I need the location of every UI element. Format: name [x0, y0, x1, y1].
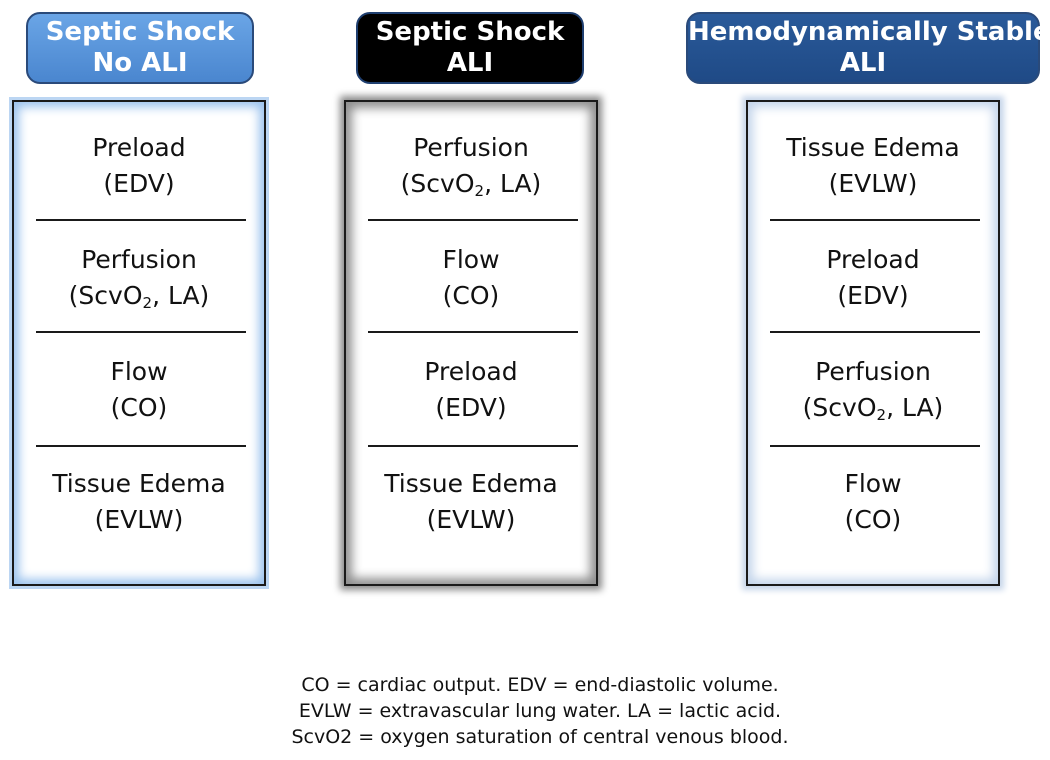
item-measure: (ScvO2, LA) — [68, 281, 210, 312]
item-name: Flow — [110, 357, 168, 386]
priority-item: Perfusion (ScvO2, LA) — [748, 354, 998, 426]
header-septic-shock-ali: Septic Shock ALI — [356, 12, 584, 84]
item-name: Perfusion — [81, 245, 197, 274]
item-name: Preload — [826, 245, 920, 274]
abbreviation-legend: CO = cardiac output. EDV = end-diastolic… — [150, 672, 930, 750]
divider — [770, 219, 980, 221]
priority-item: Tissue Edema (EVLW) — [748, 130, 998, 202]
item-name: Tissue Edema — [786, 133, 960, 162]
priority-item: Preload (EDV) — [14, 130, 264, 202]
divider — [368, 331, 578, 333]
item-name: Perfusion — [815, 357, 931, 386]
priority-item: Flow (CO) — [14, 354, 264, 426]
item-name: Tissue Edema — [52, 469, 226, 498]
item-name: Flow — [442, 245, 500, 274]
divider — [770, 331, 980, 333]
item-name: Preload — [424, 357, 518, 386]
header-line-2: ALI — [446, 48, 494, 78]
priority-item: Tissue Edema (EVLW) — [14, 466, 264, 538]
legend-line: ScvO2 = oxygen saturation of central ven… — [291, 726, 789, 748]
item-measure: (EDV) — [435, 393, 507, 422]
divider — [770, 445, 980, 447]
priority-item: Perfusion (ScvO2, LA) — [14, 242, 264, 314]
item-measure: (EVLW) — [426, 505, 516, 534]
item-measure: (CO) — [844, 505, 902, 534]
item-measure: (EVLW) — [94, 505, 184, 534]
item-measure: (EVLW) — [828, 169, 918, 198]
divider — [368, 445, 578, 447]
divider — [36, 445, 246, 447]
divider — [36, 219, 246, 221]
legend-line: CO = cardiac output. EDV = end-diastolic… — [301, 674, 779, 696]
item-measure: (CO) — [110, 393, 168, 422]
priority-item: Perfusion (ScvO2, LA) — [346, 130, 596, 202]
priority-item: Flow (CO) — [346, 242, 596, 314]
item-measure: (ScvO2, LA) — [400, 169, 542, 200]
priority-item: Preload (EDV) — [748, 242, 998, 314]
header-line-1: Septic Shock — [45, 17, 235, 47]
header-line-2: No ALI — [92, 48, 188, 78]
item-name: Perfusion — [413, 133, 529, 162]
priority-item: Tissue Edema (EVLW) — [346, 466, 596, 538]
priority-column-hemodynamically-stable-ali: Tissue Edema (EVLW) Preload (EDV) Perfus… — [746, 100, 1000, 586]
header-line-2: ALI — [839, 48, 887, 78]
header-septic-shock-no-ali: Septic Shock No ALI — [26, 12, 254, 84]
priority-column-septic-shock-no-ali: Preload (EDV) Perfusion (ScvO2, LA) Flow… — [12, 100, 266, 586]
item-name: Preload — [92, 133, 186, 162]
header-hemodynamically-stable-ali: Hemodynamically Stable ALI — [686, 12, 1050, 84]
header-line-1: Hemodynamically Stable — [688, 17, 1050, 47]
item-measure: (CO) — [442, 281, 500, 310]
item-measure: (ScvO2, LA) — [802, 393, 944, 424]
header-line-1: Septic Shock — [375, 17, 565, 47]
divider — [368, 219, 578, 221]
item-name: Flow — [844, 469, 902, 498]
priority-item: Flow (CO) — [748, 466, 998, 538]
priority-column-septic-shock-ali: Perfusion (ScvO2, LA) Flow (CO) Preload … — [344, 100, 598, 586]
divider — [36, 331, 246, 333]
item-measure: (EDV) — [837, 281, 909, 310]
item-name: Tissue Edema — [384, 469, 558, 498]
item-measure: (EDV) — [103, 169, 175, 198]
legend-line: EVLW = extravascular lung water. LA = la… — [298, 700, 782, 722]
priority-item: Preload (EDV) — [346, 354, 596, 426]
